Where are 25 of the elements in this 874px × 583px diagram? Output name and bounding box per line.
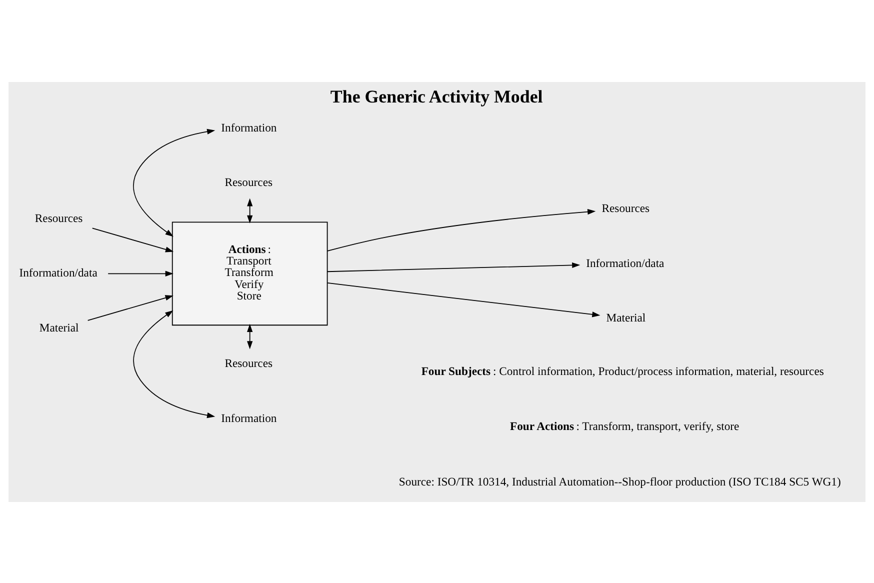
arrow (133, 128, 216, 236)
label: Source: ISO/TR 10314, Industrial Automation--Shop-floor production (ISO TC184 SC5 WG1) (398, 474, 841, 488)
arrow (327, 282, 600, 317)
arrow (247, 198, 253, 223)
arrow (108, 270, 174, 276)
arrow (326, 262, 580, 272)
arrow (133, 310, 216, 418)
arrow (327, 208, 596, 251)
node-text: Material (39, 320, 79, 334)
node-text: Information (221, 121, 277, 134)
node-text: Resources (602, 202, 650, 215)
node-text: Resources (224, 356, 273, 370)
diagram-title: The Generic Activity Model (330, 86, 543, 106)
node-text: Information/data (19, 266, 98, 280)
node-text: Material (606, 310, 646, 324)
label: Four Actions: Transform, transport, verify, store (510, 419, 740, 432)
label: Four Subjects: Control information, Product/process information, material, resources (421, 364, 824, 378)
arrow (92, 227, 174, 252)
node-text: Information (221, 411, 277, 424)
arrow (87, 294, 174, 320)
arrow (247, 323, 253, 349)
node-text: Resources (34, 212, 83, 225)
node-text: Information/data (586, 256, 664, 270)
node-box: Actions: Transport Transform Verify Store (172, 221, 328, 326)
node-text: Resources (224, 176, 273, 189)
